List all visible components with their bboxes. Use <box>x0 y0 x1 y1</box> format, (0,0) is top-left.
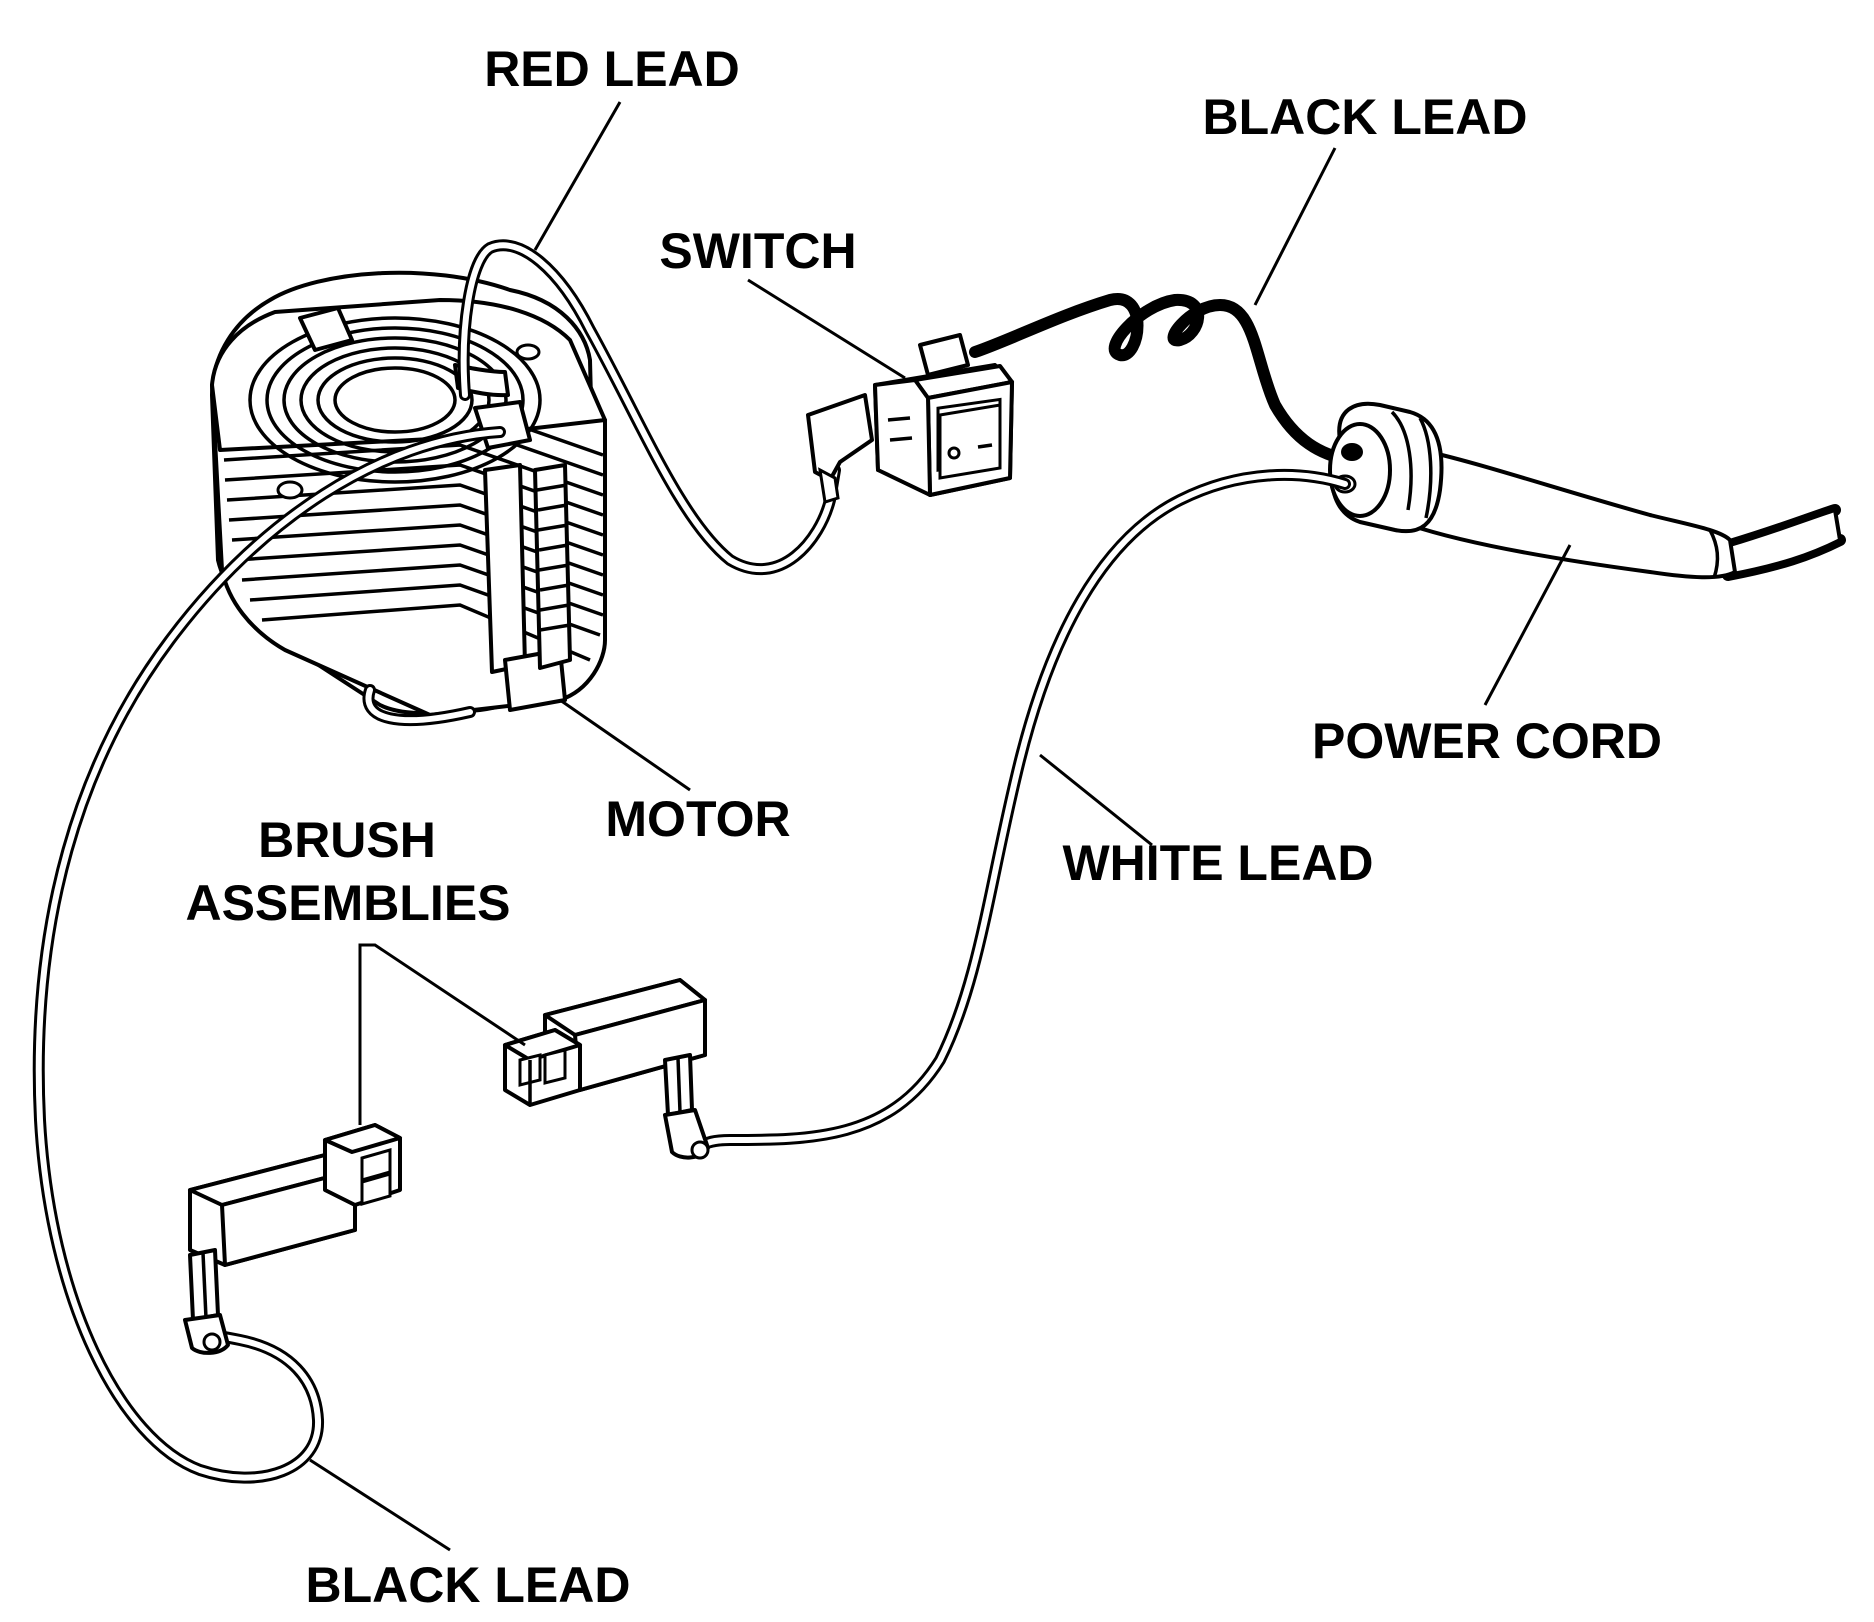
label-white-lead: WHITE LEAD <box>1062 835 1373 891</box>
leader-lines <box>309 101 1572 1552</box>
label-motor: MOTOR <box>605 791 790 847</box>
brush-assembly-right <box>503 978 710 1160</box>
switch <box>806 333 1014 504</box>
black-lead-wire-bottom <box>32 426 506 1484</box>
white-lead-wire <box>694 468 1351 1154</box>
label-red-lead: RED LEAD <box>484 41 740 97</box>
motor <box>210 270 607 727</box>
leader-power-cord <box>1483 544 1572 706</box>
motor-coil-windings <box>248 316 542 484</box>
label-power-cord: POWER CORD <box>1312 713 1662 769</box>
brush-assembly-left <box>183 1123 402 1355</box>
red-lead-wire <box>457 239 841 576</box>
label-black-lead-bottom: BLACK LEAD <box>306 1557 631 1613</box>
labels: RED LEAD BLACK LEAD SWITCH POWER CORD MO… <box>185 41 1662 1613</box>
leader-white-lead <box>1039 753 1153 847</box>
black-lead-wire-top <box>969 293 1356 466</box>
leader-black-lead-top <box>1253 147 1337 306</box>
leader-black-lead-bottom <box>309 1458 451 1552</box>
label-switch: SWITCH <box>659 223 856 279</box>
motor-terminal-strip <box>533 463 572 670</box>
label-brush-assemblies-line1: BRUSH <box>258 812 436 868</box>
label-brush-assemblies-line2: ASSEMBLIES <box>185 875 510 931</box>
power-cord <box>1328 401 1846 581</box>
leader-switch <box>747 278 906 380</box>
leader-motor <box>559 698 691 792</box>
leader-red-lead <box>533 101 622 251</box>
leader-brush-assemblies <box>358 943 526 1125</box>
label-black-lead-top: BLACK LEAD <box>1203 89 1528 145</box>
